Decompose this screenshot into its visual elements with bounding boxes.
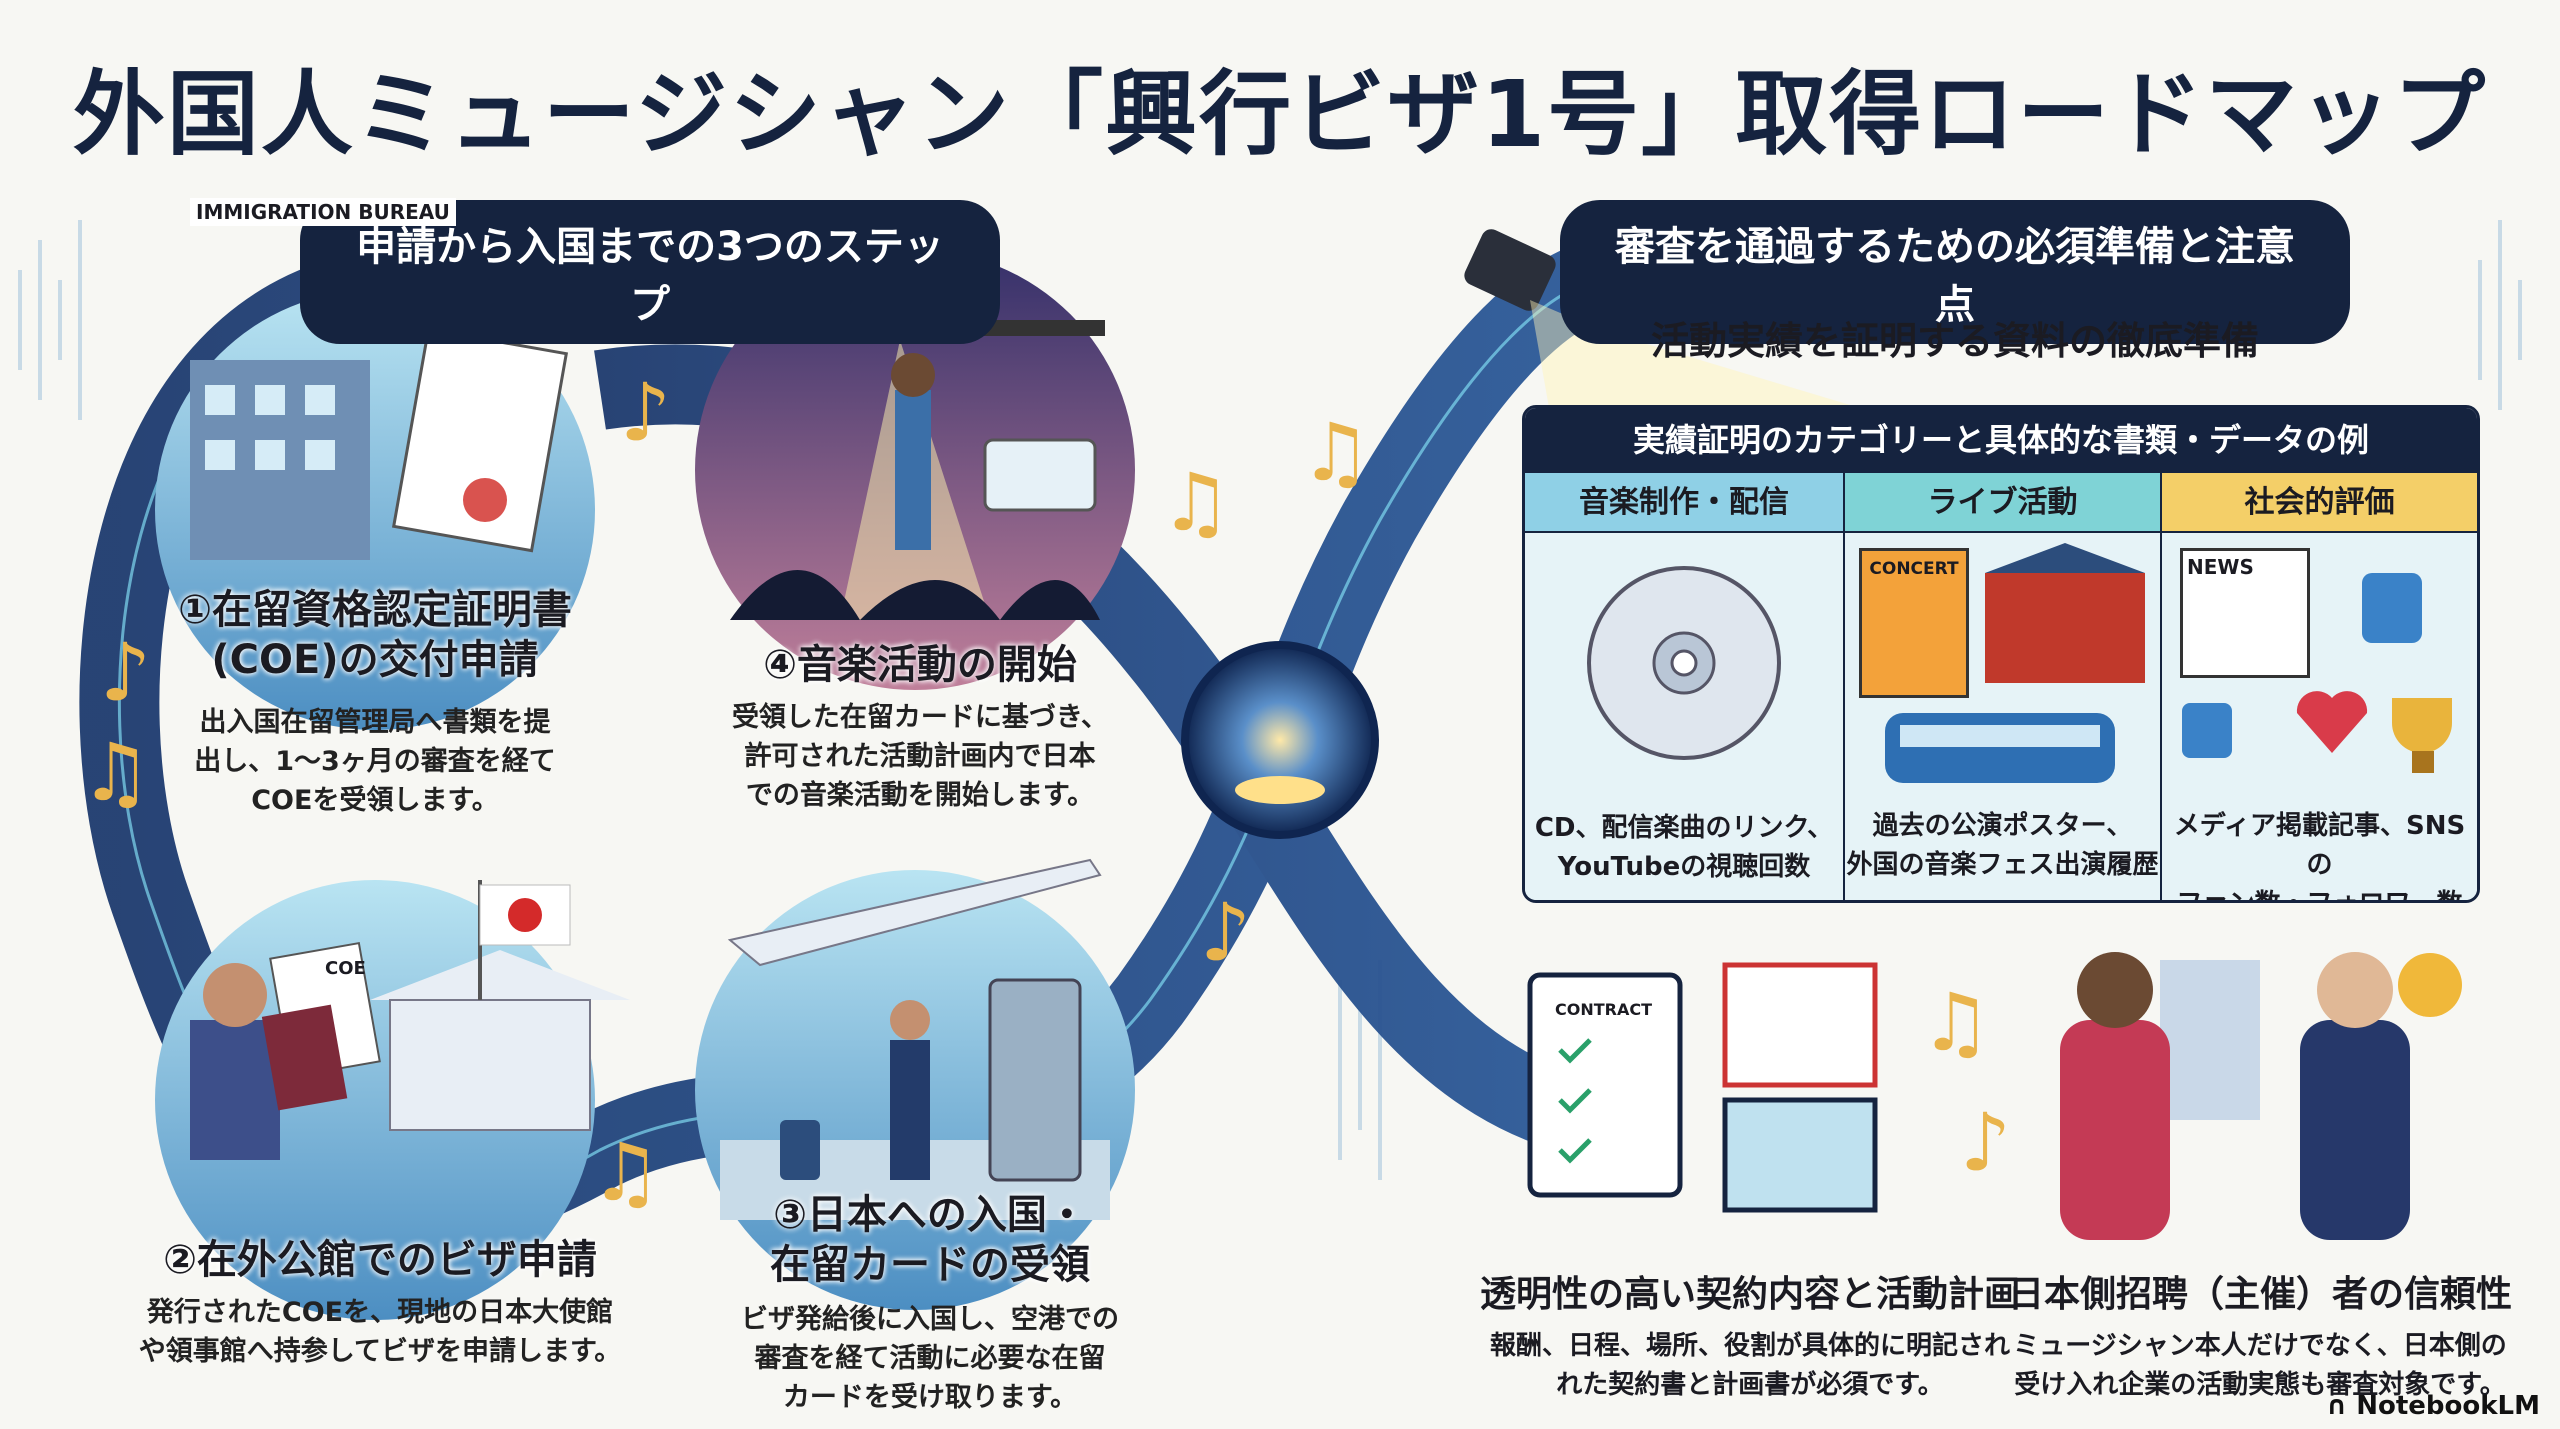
svg-text:♫: ♫ xyxy=(1920,976,1992,1069)
like-heart-trophy-icons xyxy=(2182,573,2452,773)
step-1-desc: 出入国在留管理局へ書類を提 xyxy=(199,707,551,738)
step-3-title-2: 在留カードの受領 xyxy=(770,1242,1090,1288)
point-desc: ミュージシャン本人だけでなく、日本側の xyxy=(2013,1331,2507,1361)
concert-poster: CONCERT xyxy=(1859,548,1969,698)
step-3-title: ③日本への入国・ xyxy=(773,1192,1087,1238)
step-4-title: ④音楽活動の開始 xyxy=(763,642,1077,688)
cd-icon xyxy=(1587,566,1781,760)
column-desc: 外国の音楽フェス出演履歴 xyxy=(1846,850,2159,880)
column-desc: ファン数・フォロワー数 xyxy=(2162,885,2477,900)
svg-text:♪: ♪ xyxy=(100,626,151,719)
step-3-desc: 審査を経て活動に必要な在留 xyxy=(754,1343,1106,1375)
svg-text:♫: ♫ xyxy=(1160,456,1232,549)
contract-illustration xyxy=(1527,962,1878,1213)
column-live-activity: ライブ活動 CONCERT 過去の公演ポスター、外国の音楽フェス出演履歴 xyxy=(1845,473,2162,900)
step-1-desc: COEを受領します。 xyxy=(251,785,499,817)
coe-document-label: COE xyxy=(325,958,366,979)
svg-text:♫: ♫ xyxy=(80,726,152,819)
svg-text:♪: ♪ xyxy=(1200,886,1251,979)
handshake-illustration xyxy=(2060,952,2462,1240)
step-2-desc: 発行されたCOEを、現地の日本大使館 xyxy=(146,1297,614,1328)
column-desc: CD、配信楽曲のリンク、 xyxy=(1534,813,1834,843)
step-2: ②在外公館でのビザ申請 発行されたCOEを、現地の日本大使館 や領事館へ持参して… xyxy=(100,1235,660,1371)
evidence-table-header: 実績証明のカテゴリーと具体的な書類・データの例 xyxy=(1525,408,2477,473)
column-music-production: 音楽制作・配信 CD、配信楽曲のリンク、 YouTubeの視聴回数 xyxy=(1525,473,1845,900)
point-desc: 受け入れ企業の活動実態も審査対象です。 xyxy=(2014,1370,2506,1400)
requirements-subheading: 活動実績を証明する資料の徹底準備 xyxy=(1650,319,2259,363)
step-1-title-2: (COE)の交付申請 xyxy=(211,637,539,683)
step1-illustration xyxy=(155,290,595,730)
step-1-title: ①在留資格認定証明書 xyxy=(178,587,572,633)
column-label: 音楽制作・配信 xyxy=(1525,473,1843,533)
page-title: 外国人ミュージシャン「興行ビザ1号」取得ロードマップ xyxy=(72,61,2488,168)
column-label: ライブ活動 xyxy=(1845,473,2160,533)
svg-text:♪: ♪ xyxy=(620,366,671,459)
step-2-title: ②在外公館でのビザ申請 xyxy=(163,1237,597,1283)
step3-illustration xyxy=(695,858,1135,1310)
column-desc: メディア掲載記事、SNSの xyxy=(2173,811,2466,880)
immigration-bureau-sign: IMMIGRATION BUREAU xyxy=(190,198,456,226)
step-4-desc: 受領した在留カードに基づき、 xyxy=(731,702,1109,733)
requirements-heading: 審査を通過するための必須準備と注意点 xyxy=(1560,200,2350,344)
point-contract: 透明性の高い契約内容と活動計画 報酬、日程、場所、役割が具体的に明記されれた契約… xyxy=(1440,1265,2060,1405)
step-2-desc: や領事館へ持参してビザを申請します。 xyxy=(138,1336,622,1368)
step2-illustration xyxy=(155,880,630,1320)
column-desc: 過去の公演ポスター、 xyxy=(1872,811,2133,841)
spotlight-orb xyxy=(1181,641,1379,839)
step-4: ④音楽活動の開始 受領した在留カードに基づき、 許可された活動計画内で日本 での… xyxy=(660,640,1180,815)
column-social-evaluation: 社会的評価 NEWS メディア掲載記事、SNSのファン数・フォロワー数 xyxy=(2162,473,2477,900)
column-label: 社会的評価 xyxy=(2162,473,2477,533)
point-title: 透明性の高い契約内容と活動計画 xyxy=(1479,1274,2020,1315)
svg-text:♫: ♫ xyxy=(1300,406,1372,499)
point-title: 日本側招聘（主催）者の信頼性 xyxy=(2007,1274,2512,1315)
step-1: ①在留資格認定証明書 (COE)の交付申請 出入国在留管理局へ書類を提 出し、1… xyxy=(115,585,635,820)
step-4-desc: での音楽活動を開始します。 xyxy=(745,780,1095,812)
evidence-table: 実績証明のカテゴリーと具体的な書類・データの例 音楽制作・配信 CD、配信楽曲の… xyxy=(1522,405,2480,903)
svg-text:♪: ♪ xyxy=(1960,1096,2011,1189)
step-3: ③日本への入国・ 在留カードの受領 ビザ発給後に入国し、空港での 審査を経て活動… xyxy=(670,1190,1190,1417)
step-4-desc: 許可された活動計画内で日本 xyxy=(744,741,1096,773)
stage-and-bus-icon xyxy=(1885,543,2145,783)
music-note-icons: ♪♫♪♫♫♪♫♪♫ xyxy=(80,366,2011,1219)
notebooklm-logo: ∩ NotebookLM xyxy=(2326,1391,2540,1421)
svg-text:♫: ♫ xyxy=(590,1126,662,1219)
step-3-desc: ビザ発給後に入国し、空港での xyxy=(741,1304,1119,1335)
point-inviter-reliability: 日本側招聘（主催）者の信頼性 ミュージシャン本人だけでなく、日本側の受け入れ企業… xyxy=(2000,1265,2520,1405)
point-desc: れた契約書と計画書が必須です。 xyxy=(1556,1370,1944,1400)
step-3-desc: カードを受け取ります。 xyxy=(782,1382,1078,1414)
step-1-desc: 出し、1〜3ヶ月の審査を経て xyxy=(194,746,556,778)
step4-illustration xyxy=(695,250,1135,690)
brand-name: NotebookLM xyxy=(2356,1391,2540,1421)
news-article: NEWS xyxy=(2180,548,2310,678)
notebooklm-icon: ∩ xyxy=(2326,1391,2357,1421)
contract-doc-label: CONTRACT xyxy=(1555,1000,1653,1019)
sound-wave-decoration xyxy=(18,220,2522,1180)
point-desc: 報酬、日程、場所、役割が具体的に明記され xyxy=(1489,1331,2010,1361)
column-desc: YouTubeの視聴回数 xyxy=(1557,852,1811,882)
